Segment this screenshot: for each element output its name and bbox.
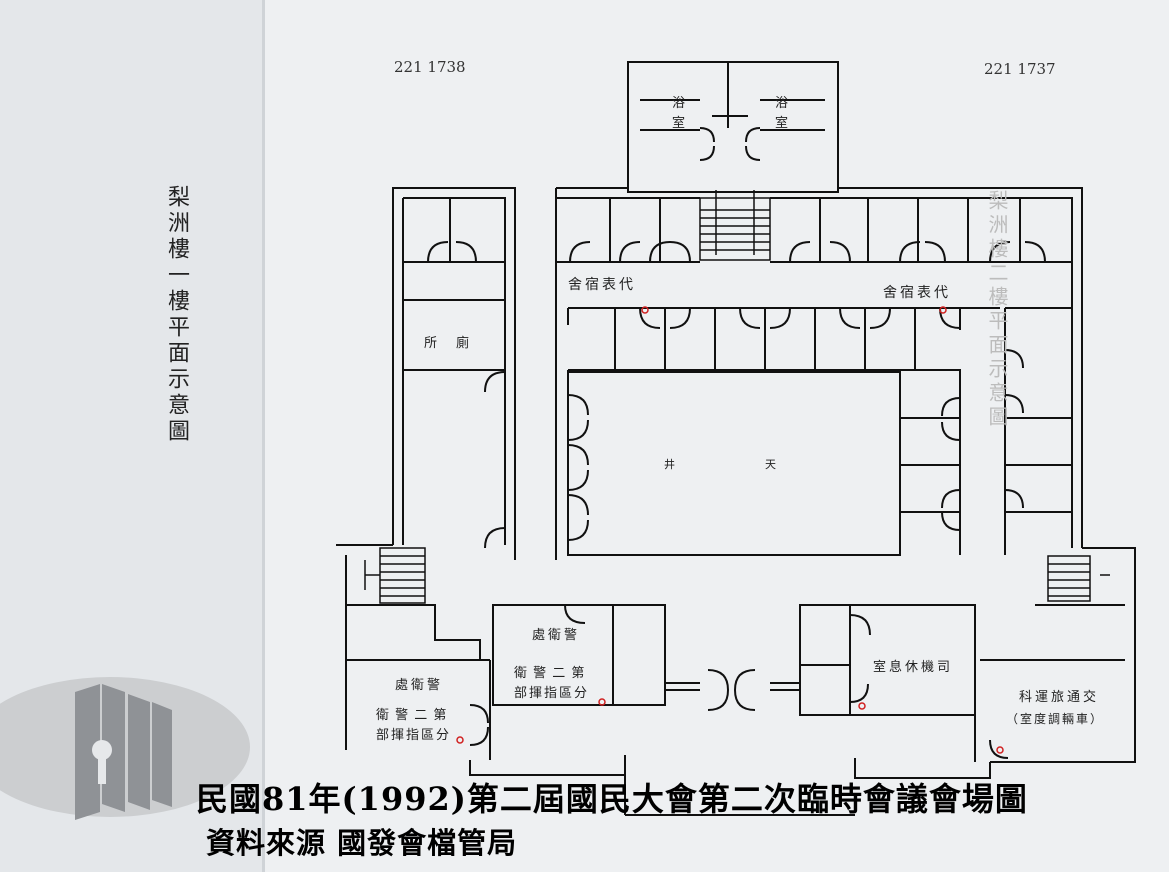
paper-fold: [262, 0, 265, 872]
outer-walls: [336, 187, 1136, 816]
label-guard-upper-title: 處衛警: [532, 628, 581, 643]
vertical-title: 梨洲樓一樓平面示意圖: [164, 185, 189, 445]
label-dorm-left: 舍宿表代: [568, 277, 636, 293]
label-guard-lower-line1: 衛 警 二 第: [376, 708, 448, 723]
label-bath-right-2: 室: [775, 116, 792, 131]
label-dorm-right: 舍宿表代: [883, 285, 951, 301]
doc-number-right: 221 1737: [984, 60, 1056, 78]
south-dorm-rooms: [567, 307, 1072, 371]
caption-source: 資料來源 國發會檔管局: [206, 826, 518, 860]
label-bath-right-1: 浴: [775, 96, 792, 111]
ghost-title-bleed: 梨洲樓二樓平面示意圖: [985, 190, 1009, 430]
label-restroom: 所 廁: [424, 336, 473, 351]
label-guard-upper-line2: 部揮指區分: [514, 686, 590, 701]
north-dorm-rooms: [556, 198, 1072, 263]
stairs-top: [699, 190, 771, 261]
label-courtyard-2: 天: [765, 458, 779, 471]
label-guard-lower-line2: 部揮指區分: [376, 728, 452, 743]
label-courtyard-1: 井: [664, 458, 678, 471]
doc-number-left: 221 1738: [394, 58, 466, 76]
stairs-sw: [364, 547, 426, 604]
label-bath-left-1: 浴: [672, 96, 689, 111]
courtyard: [567, 369, 961, 556]
red-markers: [456, 306, 1004, 754]
label-guard-upper-line1: 衛 警 二 第: [514, 666, 586, 681]
left-wing: [403, 198, 506, 549]
south-rooms: [346, 604, 1125, 762]
east-wing: [900, 308, 1072, 555]
label-bath-left-2: 室: [672, 116, 689, 131]
label-transport-dispatch: （室度調輛車）: [1006, 712, 1105, 726]
archive-logo-icon: [0, 677, 250, 820]
stairs-se: [1047, 555, 1110, 602]
caption-title: 民國81年(1992)第二屆國民大會第二次臨時會議會場圖: [196, 780, 1028, 818]
label-guard-lower-title: 處衛警: [395, 678, 444, 693]
label-transport-section: 科運旅通交: [1019, 690, 1100, 705]
bath-block: [627, 61, 839, 193]
label-driver-lounge: 室息休機司: [873, 660, 954, 675]
